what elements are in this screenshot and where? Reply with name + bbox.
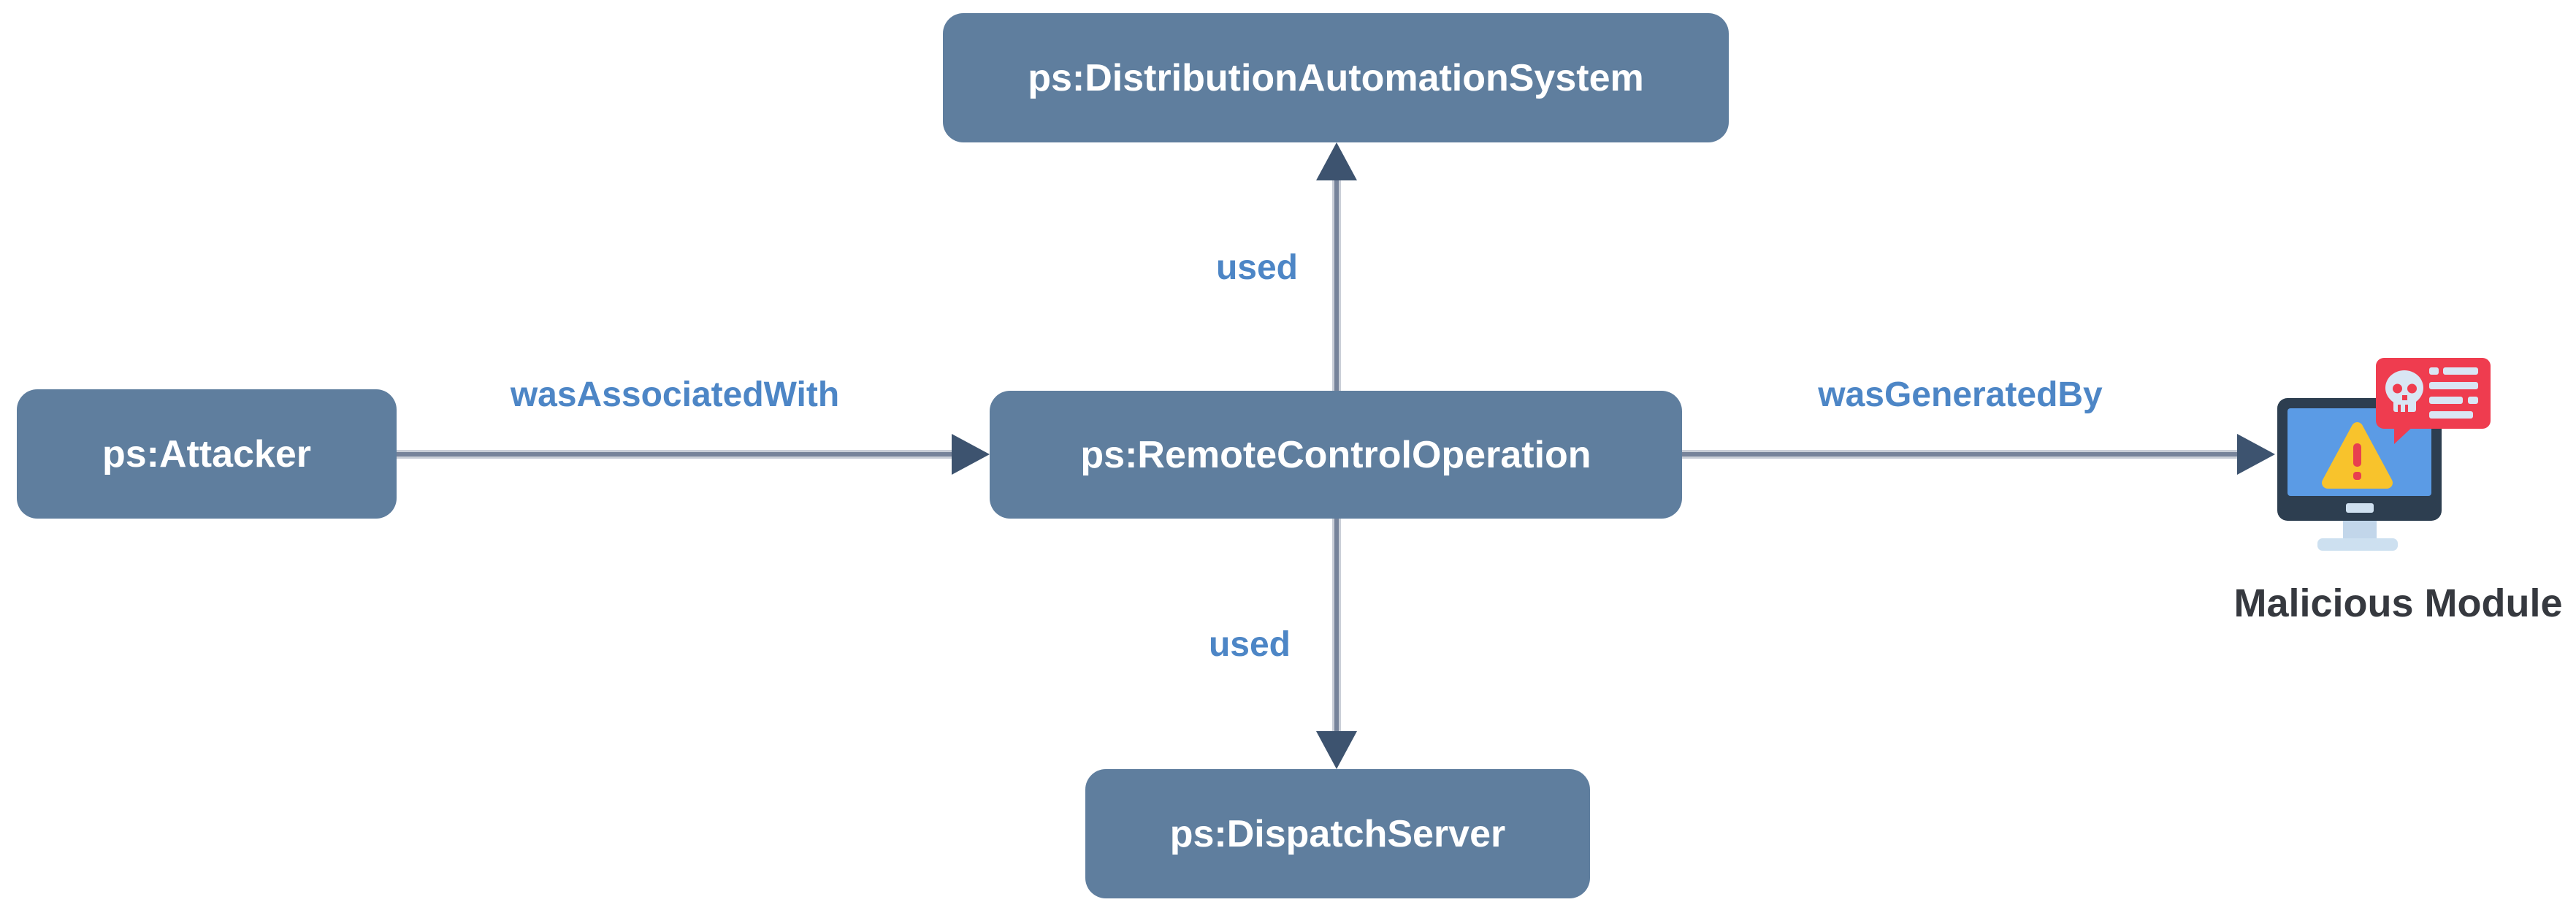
arrowhead-icon [1316,142,1357,180]
arrowhead-icon [2237,434,2275,475]
monitor-bezel-slot [2346,503,2374,513]
node-ps-dispatchserver: ps:DispatchServer [1085,769,1590,898]
malicious-module-caption: Malicious Module [2233,581,2563,625]
arrowhead-icon [952,434,990,475]
node-ps-attacker: ps:Attacker [17,389,397,519]
edge-line-used-top [1332,179,1341,391]
edge-label-used-bottom: used [1208,625,1291,664]
node-ps-remotecontroloperation: ps:RemoteControlOperation [990,391,1682,519]
edge-label-wasgeneratedby: wasGeneratedBy [1818,375,2103,414]
monitor-stand-neck [2343,517,2377,542]
edge-line-wasgeneratedby [1682,450,2239,459]
node-ps-distributionautomationsystem: ps:DistributionAutomationSystem [943,13,1729,142]
monitor-warning-with-skull-bubble-icon [2277,358,2491,551]
edge-label-used-top: used [1215,248,1298,287]
arrowhead-icon [1316,731,1357,769]
edge-line-wasassociatedwith [397,450,953,459]
edge-line-used-bottom [1332,519,1341,733]
skull-speech-bubble-icon [2376,358,2491,444]
bubble-text-lines [2429,367,2478,419]
skull-icon [2385,370,2423,412]
warning-triangle-icon [2322,422,2393,489]
monitor-stand-base [2317,538,2398,551]
edge-label-wasassociatedwith: wasAssociatedWith [510,375,840,414]
